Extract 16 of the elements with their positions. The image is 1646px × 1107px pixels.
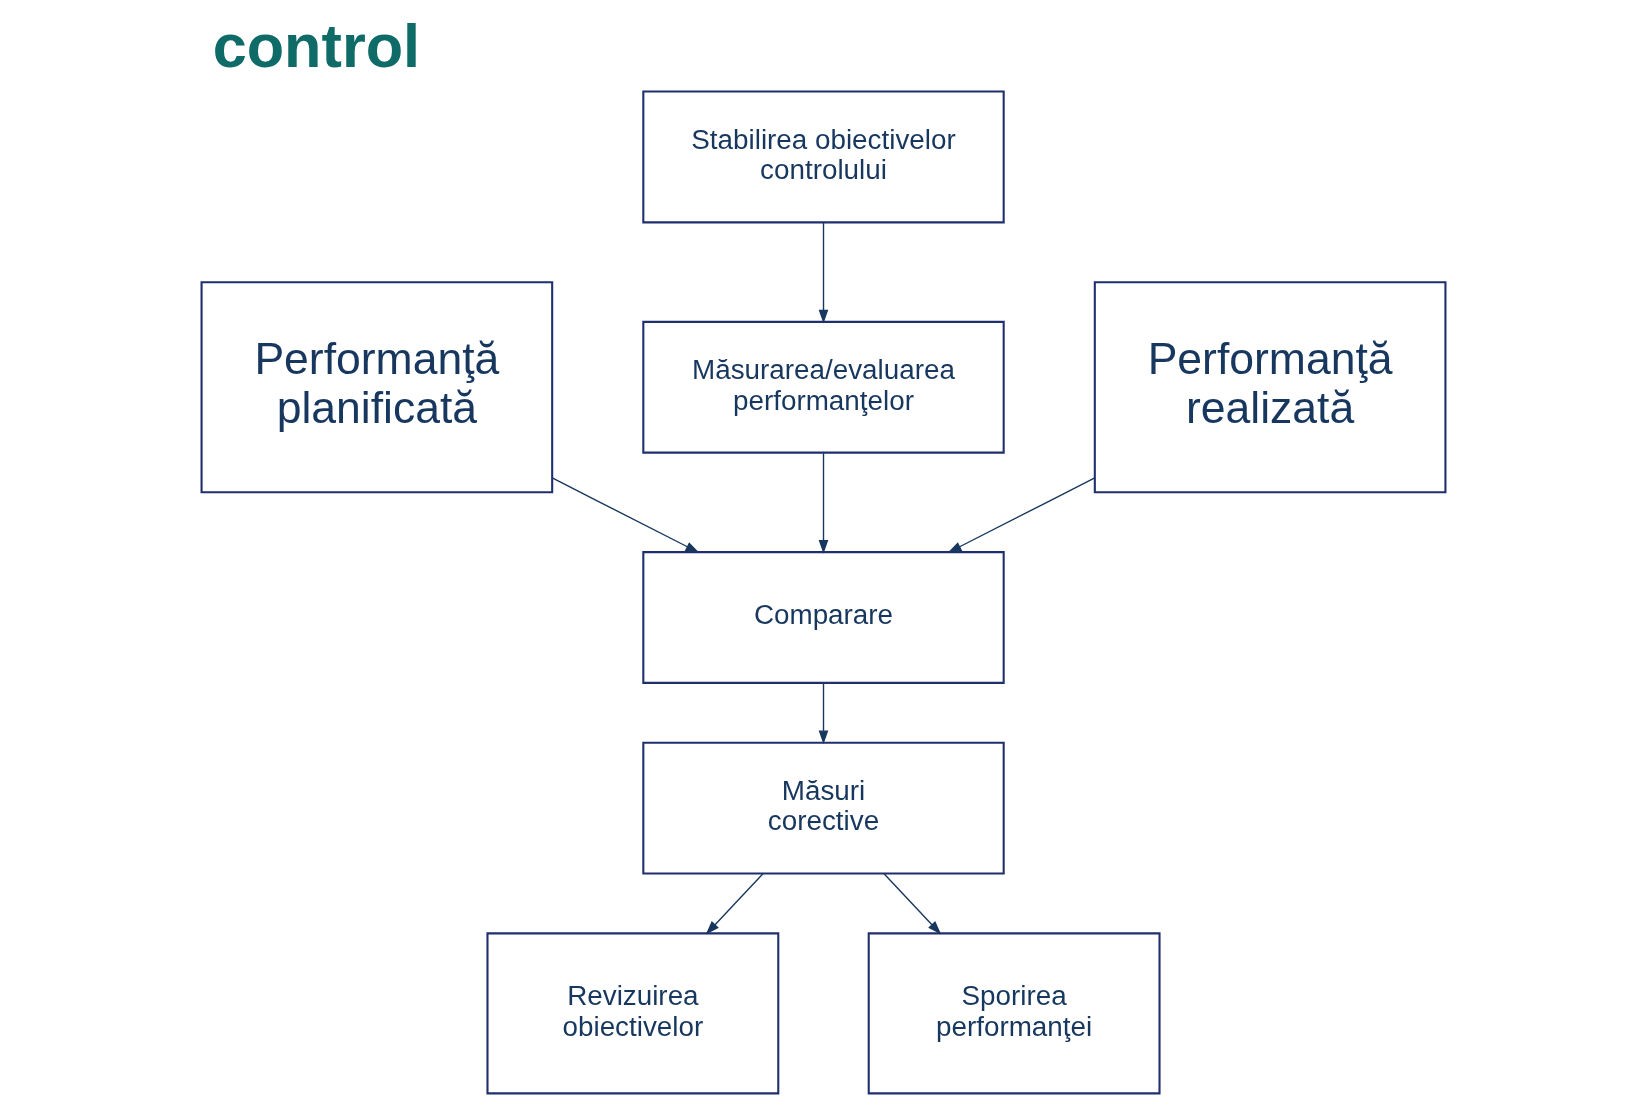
arrow <box>947 477 1095 553</box>
node-box: Comparare <box>641 551 1005 684</box>
node-box: Măsurarea/evaluarea performanţelor <box>641 320 1005 454</box>
arrow <box>882 872 941 935</box>
node-box: Sporirea performanţei <box>867 932 1161 1095</box>
arrow <box>818 682 828 745</box>
node-box: Revizuirea obiectivelor <box>485 932 779 1095</box>
node-box: Măsuri corective <box>641 741 1005 875</box>
arrow <box>551 477 699 553</box>
arrow <box>818 222 828 324</box>
arrow <box>705 872 764 935</box>
node-box: Performanţă planificată <box>200 281 553 494</box>
node-box: Performanţă realizată <box>1093 281 1446 494</box>
diagram-title: control <box>212 11 420 80</box>
arrow <box>818 452 828 554</box>
node-box: Stabilirea obiectivelor controlului <box>641 90 1005 224</box>
